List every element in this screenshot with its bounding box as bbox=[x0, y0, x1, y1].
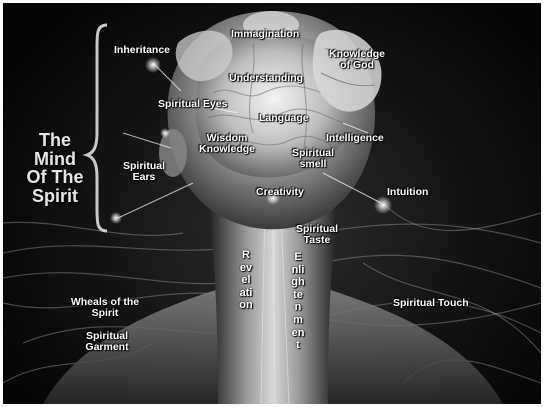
label-immagination: Immagination bbox=[231, 29, 299, 40]
label-spiritual-ears: Spiritual Ears bbox=[119, 161, 169, 183]
diagram-canvas: The Mind Of The Spirit Inheritance Immag… bbox=[3, 3, 541, 404]
label-intuition: Intuition bbox=[387, 187, 428, 198]
label-wheals-of-the-spirit: Wheals of the Spirit bbox=[65, 297, 145, 319]
label-wisdom-knowledge: Wisdom Knowledge bbox=[196, 133, 258, 155]
label-inheritance: Inheritance bbox=[114, 45, 170, 56]
label-language: Language bbox=[259, 113, 309, 124]
label-knowledge-of-god: Knowledge of God bbox=[325, 49, 389, 71]
label-spiritual-taste: Spiritual Taste bbox=[291, 224, 343, 246]
label-understanding: Understanding bbox=[229, 73, 303, 84]
label-intelligence: Intelligence bbox=[326, 133, 384, 144]
mind-title: The Mind Of The Spirit bbox=[17, 131, 93, 205]
label-spiritual-garment: Spiritual Garment bbox=[79, 331, 135, 353]
label-spiritual-touch: Spiritual Touch bbox=[393, 298, 469, 309]
label-revelation: Revelation bbox=[239, 249, 253, 312]
label-creativity: Creativity bbox=[256, 187, 304, 198]
label-spiritual-eyes: Spiritual Eyes bbox=[158, 99, 227, 110]
label-spiritual-smell: Spiritual smell bbox=[288, 148, 338, 170]
label-enlightenment: Enlightenment bbox=[291, 251, 305, 352]
